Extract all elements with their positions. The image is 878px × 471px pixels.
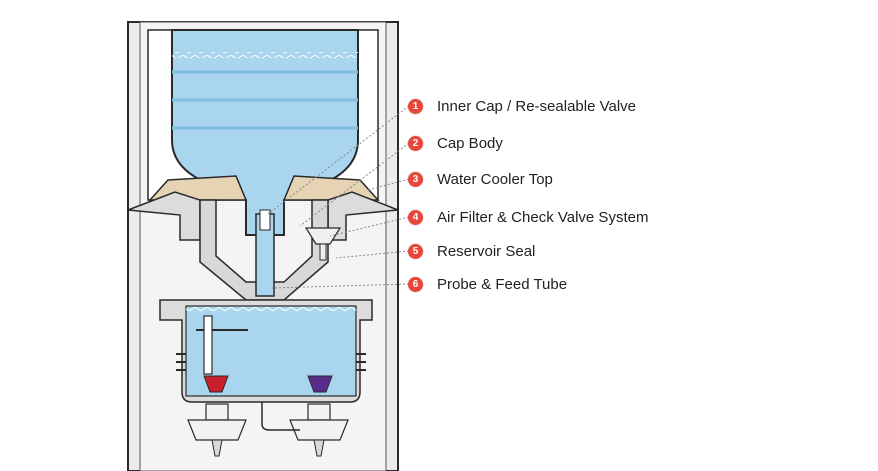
badge-icon: 4: [408, 209, 423, 225]
callout-label: Reservoir Seal: [437, 242, 536, 260]
callout-label: Inner Cap / Re-sealable Valve: [437, 97, 636, 115]
leader-line-1: [267, 105, 410, 215]
drain-tube: [261, 402, 300, 431]
leader-line-5: [335, 250, 410, 259]
leader-lines: [267, 105, 410, 289]
callout-item: 4 Air Filter & Check Valve System: [408, 206, 648, 228]
air-filter: [304, 227, 342, 261]
leader-line-3: [367, 178, 410, 191]
badge-icon: 6: [408, 276, 423, 292]
badge-icon: 1: [408, 98, 423, 114]
callout-label: Probe & Feed Tube: [437, 275, 568, 293]
badge-icon: 3: [408, 171, 423, 187]
callout-label: Water Cooler Top: [437, 170, 553, 188]
cap-body: [199, 199, 329, 301]
water-cooler-top: [127, 175, 399, 241]
badge-icon: 2: [408, 135, 423, 151]
callout-label: Air Filter & Check Valve System: [437, 208, 649, 226]
badge-icon: 5: [408, 243, 423, 259]
leader-line-4: [329, 216, 410, 237]
leader-line-2: [299, 142, 410, 227]
cold-tap: [289, 375, 349, 457]
callout-item: 5 Reservoir Seal: [408, 240, 535, 262]
callout-item: 1 Inner Cap / Re-sealable Valve: [408, 95, 636, 117]
callout-item: 3 Water Cooler Top: [408, 168, 553, 190]
callout-label: Cap Body: [437, 134, 503, 152]
hot-tap: [187, 375, 247, 457]
callout-item: 6 Probe & Feed Tube: [408, 273, 567, 295]
leader-line-6: [271, 283, 410, 289]
callout-item: 2 Cap Body: [408, 132, 503, 154]
